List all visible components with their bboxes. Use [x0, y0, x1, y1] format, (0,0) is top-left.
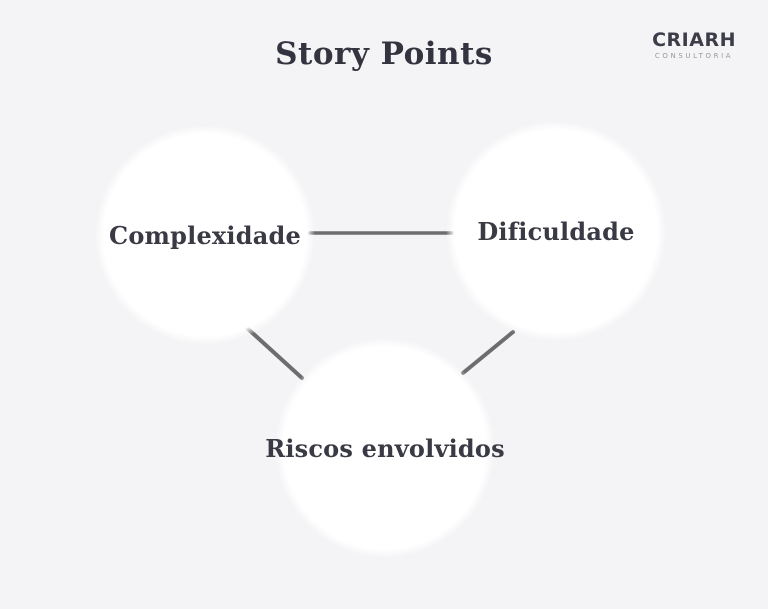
brand-logo-subtitle: CONSULTORIA — [654, 52, 734, 60]
brand-logo-name: CRIARH — [652, 29, 736, 51]
connector-complexidade-riscos — [245, 326, 304, 380]
page-title: Story Points — [275, 36, 493, 72]
node-complexidade: Complexidade — [95, 125, 315, 345]
node-riscos: Riscos envolvidos — [265, 338, 505, 558]
brand-logo: CRIARH CONSULTORIA — [652, 31, 736, 60]
node-riscos-label: Riscos envolvidos — [265, 433, 505, 463]
node-dificuldade: Dificuldade — [446, 121, 666, 341]
node-complexidade-label: Complexidade — [109, 220, 301, 250]
connector-dificuldade-riscos — [461, 330, 515, 375]
node-dificuldade-label: Dificuldade — [477, 216, 635, 246]
